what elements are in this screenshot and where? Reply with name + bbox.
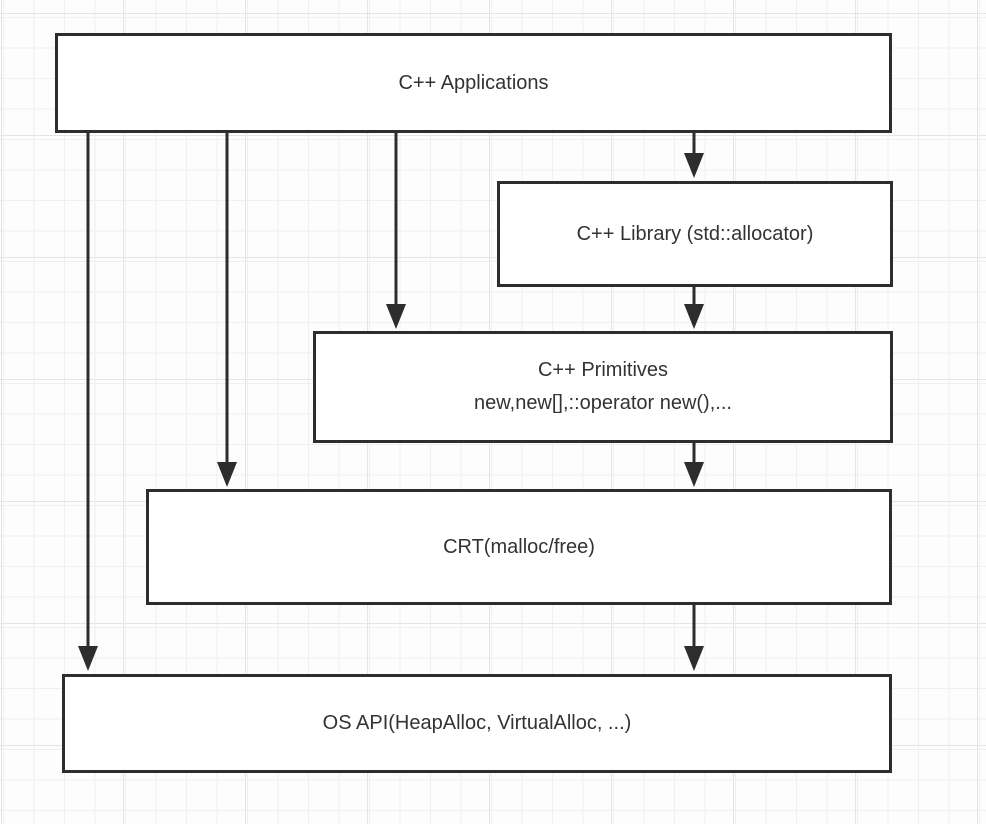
node-os-api-label: OS API(HeapAlloc, VirtualAlloc, ...) <box>322 712 632 734</box>
node-crt: CRT(malloc/free) <box>146 489 892 605</box>
arrow-applications-to-os-api <box>78 133 98 671</box>
arrow-primitives-to-crt <box>684 443 704 487</box>
arrow-library-to-primitives <box>684 287 704 329</box>
node-cpp-primitives-label: C++ Primitives new,new[],::operator new(… <box>474 359 732 414</box>
node-cpp-applications: C++ Applications <box>55 33 892 133</box>
node-cpp-applications-label: C++ Applications <box>398 71 549 94</box>
node-cpp-primitives: C++ Primitives new,new[],::operator new(… <box>313 331 893 443</box>
arrow-applications-to-primitives <box>386 133 406 329</box>
node-cpp-library-label: C++ Library (std::allocator) <box>576 222 814 245</box>
arrow-applications-to-crt <box>217 133 237 487</box>
node-crt-label: CRT(malloc/free) <box>443 535 595 558</box>
node-os-api: OS API(HeapAlloc, VirtualAlloc, ...) <box>62 674 892 773</box>
arrow-crt-to-os-api <box>684 603 704 671</box>
node-cpp-library: C++ Library (std::allocator) <box>497 181 893 287</box>
arrow-applications-to-library <box>684 133 704 178</box>
